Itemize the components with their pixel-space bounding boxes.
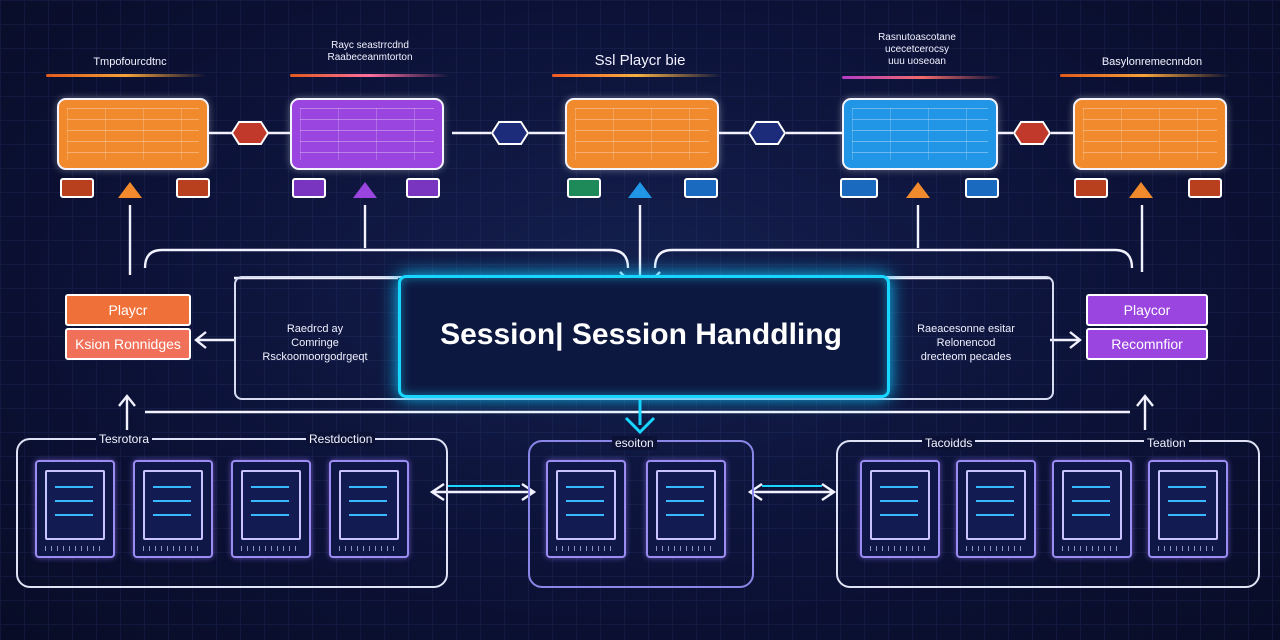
header-4-underline xyxy=(842,76,1002,79)
left-side-label: Raedrcd ay Comringe Rsckoomoorgodrgeqt xyxy=(262,323,368,363)
hex-connector-navy-2 xyxy=(748,121,786,145)
screen-panel xyxy=(956,460,1036,558)
bottom-group-left xyxy=(16,438,448,588)
chip-red xyxy=(60,178,94,198)
header-3-underline xyxy=(552,74,722,77)
header-1-underline xyxy=(46,74,206,77)
bottom-group-center-label: esoiton xyxy=(612,436,657,450)
header-2: Rayc seastrrcdnd Raabeceanmtorton xyxy=(327,40,413,63)
right-side-label: Raeacesonne esitar Relonencod drecteom p… xyxy=(917,323,1015,363)
diagram-title: Session| Session Handdling xyxy=(440,318,842,351)
card-orange-1 xyxy=(57,98,209,170)
chip-red xyxy=(1074,178,1108,198)
screen-panel xyxy=(1148,460,1228,558)
hex-connector-red-2 xyxy=(1013,121,1051,145)
header-5-underline xyxy=(1060,74,1230,77)
chip-red xyxy=(1188,178,1222,198)
right-pill-player: Playcor xyxy=(1086,294,1208,326)
hex-connector-navy-1 xyxy=(491,121,529,145)
screen-panel xyxy=(1052,460,1132,558)
card-orange-3 xyxy=(1073,98,1227,170)
triangle-up-purple xyxy=(353,182,377,198)
screen-panel xyxy=(35,460,115,558)
chip-purple xyxy=(406,178,440,198)
screen-panel xyxy=(329,460,409,558)
hex-connector-red-1 xyxy=(231,121,269,145)
chip-blue-wide xyxy=(840,178,878,198)
chip-blue xyxy=(684,178,718,198)
chip-green xyxy=(567,178,601,198)
header-4: Rasnutoascotane ucecetcerocsy uuu uoseoa… xyxy=(878,32,956,67)
screen-panel xyxy=(546,460,626,558)
bottom-group-left-label-a: Tesrotora xyxy=(96,432,153,446)
header-5: Basylonremecnndon xyxy=(1101,56,1203,68)
header-1: Tmpofourcdtnc xyxy=(93,56,167,68)
chip-red xyxy=(176,178,210,198)
screen-panel xyxy=(646,460,726,558)
screen-panel xyxy=(231,460,311,558)
left-pill-player: Playcr xyxy=(65,294,191,326)
header-3: Ssl Playcr bie xyxy=(594,52,686,69)
right-pill-reconnect: Recomnfior xyxy=(1086,328,1208,360)
triangle-up-blue xyxy=(628,182,652,198)
bottom-group-left-label-b: Restdoction xyxy=(306,432,376,446)
chip-purple xyxy=(292,178,326,198)
chip-blue xyxy=(965,178,999,198)
bottom-group-right-label-a: Tacoidds xyxy=(922,436,976,450)
triangle-up-orange-2 xyxy=(906,182,930,198)
screen-panel xyxy=(133,460,213,558)
center-session-box xyxy=(398,275,890,398)
header-2-underline xyxy=(290,74,450,77)
left-pill-reconnect: Ksion Ronnidges xyxy=(65,328,191,360)
screen-panel xyxy=(860,460,940,558)
card-blue xyxy=(842,98,998,170)
card-purple xyxy=(290,98,444,170)
triangle-up-orange-1 xyxy=(118,182,142,198)
card-orange-2 xyxy=(565,98,719,170)
bottom-group-right xyxy=(836,440,1260,588)
triangle-up-orange-3 xyxy=(1129,182,1153,198)
bottom-group-right-label-b: Teation xyxy=(1144,436,1189,450)
